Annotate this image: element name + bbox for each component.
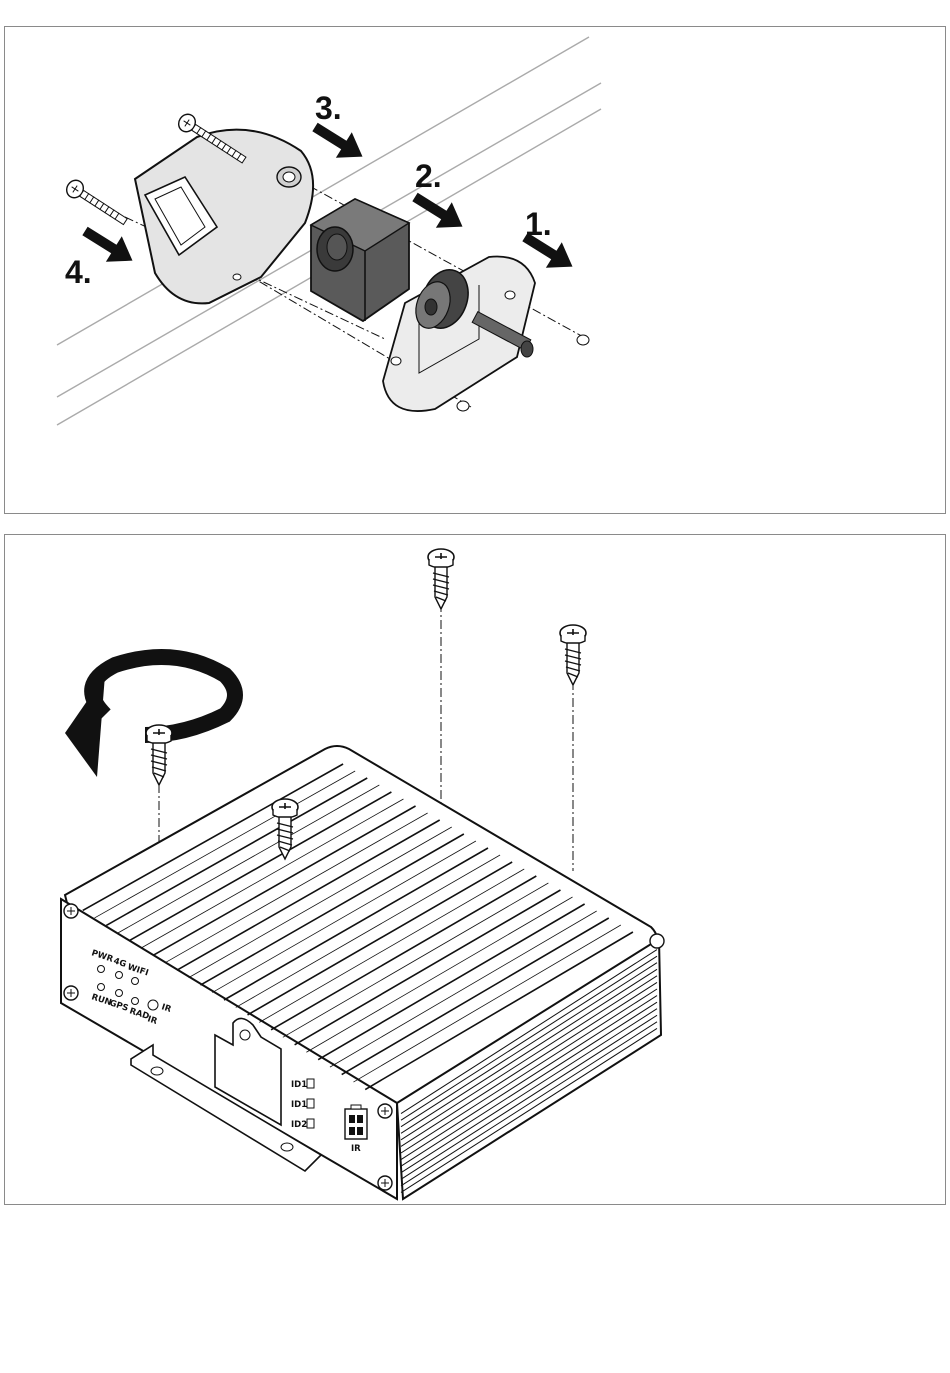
id-ports <box>307 1079 314 1128</box>
screw-top-center <box>428 549 454 609</box>
connector-label: IR <box>351 1144 361 1154</box>
housing-screw-side <box>63 177 130 229</box>
screw-top-right <box>560 625 586 685</box>
step-label-2: 2. <box>415 158 442 194</box>
device-mounting-diagram: PWR 4G WIFI RUN GPS RAD IR IR ID1 ID1 ID… <box>5 535 947 1206</box>
port-label-3: ID2 <box>291 1120 307 1130</box>
port-label-1: ID1 <box>291 1080 307 1090</box>
camera-mounting-diagram: 1. 2. 3. 4. <box>5 27 947 515</box>
camera-housing <box>135 130 313 304</box>
step-label-1: 1. <box>525 206 552 242</box>
step-label-4: 4. <box>65 254 92 290</box>
camera-mounting-panel: 1. 2. 3. 4. <box>4 26 946 514</box>
rotate-arrow-icon <box>65 657 235 777</box>
port-label-2: ID1 <box>291 1100 307 1110</box>
step-label-3: 3. <box>315 90 342 126</box>
power-connector <box>345 1105 367 1139</box>
screw-rotating <box>146 725 172 785</box>
mounting-bracket <box>383 257 589 412</box>
device-mounting-panel: PWR 4G WIFI RUN GPS RAD IR IR ID1 ID1 ID… <box>4 534 946 1205</box>
camera-body <box>311 199 409 321</box>
